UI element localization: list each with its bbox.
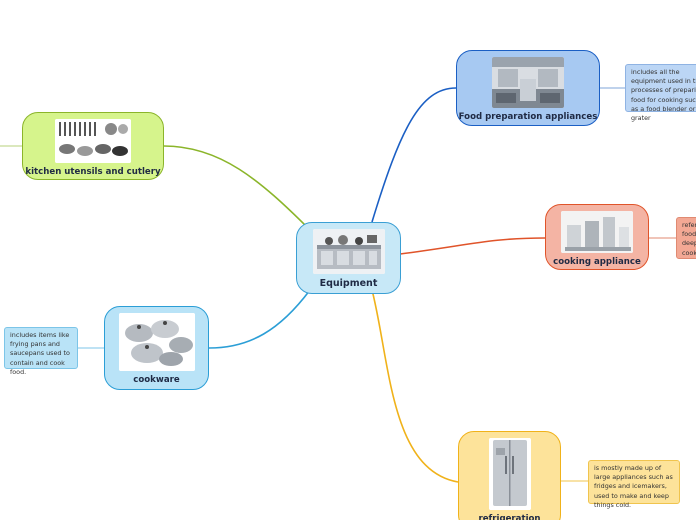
branch-cookware[interactable]: cookware — [104, 306, 209, 390]
kitchen-equipment-icon — [312, 229, 385, 274]
kitchen-interior-icon — [492, 57, 564, 108]
branch-refrigeration[interactable]: refrigeration — [458, 431, 561, 520]
link-cooking — [399, 237, 546, 255]
link-cookware — [208, 289, 311, 349]
note-cooking[interactable]: refers to food w deep cooke — [676, 217, 696, 259]
central-topic-label: Equipment — [319, 278, 378, 289]
link-utensils — [163, 145, 311, 231]
pots-icon — [118, 313, 195, 371]
note-cookware[interactable]: includes items like frying pans and sauc… — [4, 327, 78, 376]
note-food-prep[interactable]: includes all the equipment used in the p… — [625, 64, 696, 122]
link-food-prep — [371, 87, 457, 223]
branch-cooking-appliance[interactable]: cooking appliance — [545, 204, 649, 270]
utensils-icon — [55, 119, 131, 163]
branch-label: refrigeration — [478, 514, 541, 520]
fridge-icon — [488, 438, 531, 510]
branch-label: kitchen utensils and cutlery — [25, 167, 161, 177]
link-refrigeration — [371, 289, 459, 483]
branch-label: cooking appliance — [553, 257, 641, 267]
central-topic-equipment[interactable]: Equipment — [296, 222, 401, 294]
mixers-icon — [561, 211, 633, 253]
branch-label: Food preparation appliances — [458, 112, 598, 122]
note-refrigeration[interactable]: is mostly made up of large appliances su… — [588, 460, 680, 509]
branch-kitchen-utensils[interactable]: kitchen utensils and cutlery — [22, 112, 164, 180]
branch-label: cookware — [133, 375, 180, 385]
branch-food-preparation[interactable]: Food preparation appliances — [456, 50, 600, 126]
